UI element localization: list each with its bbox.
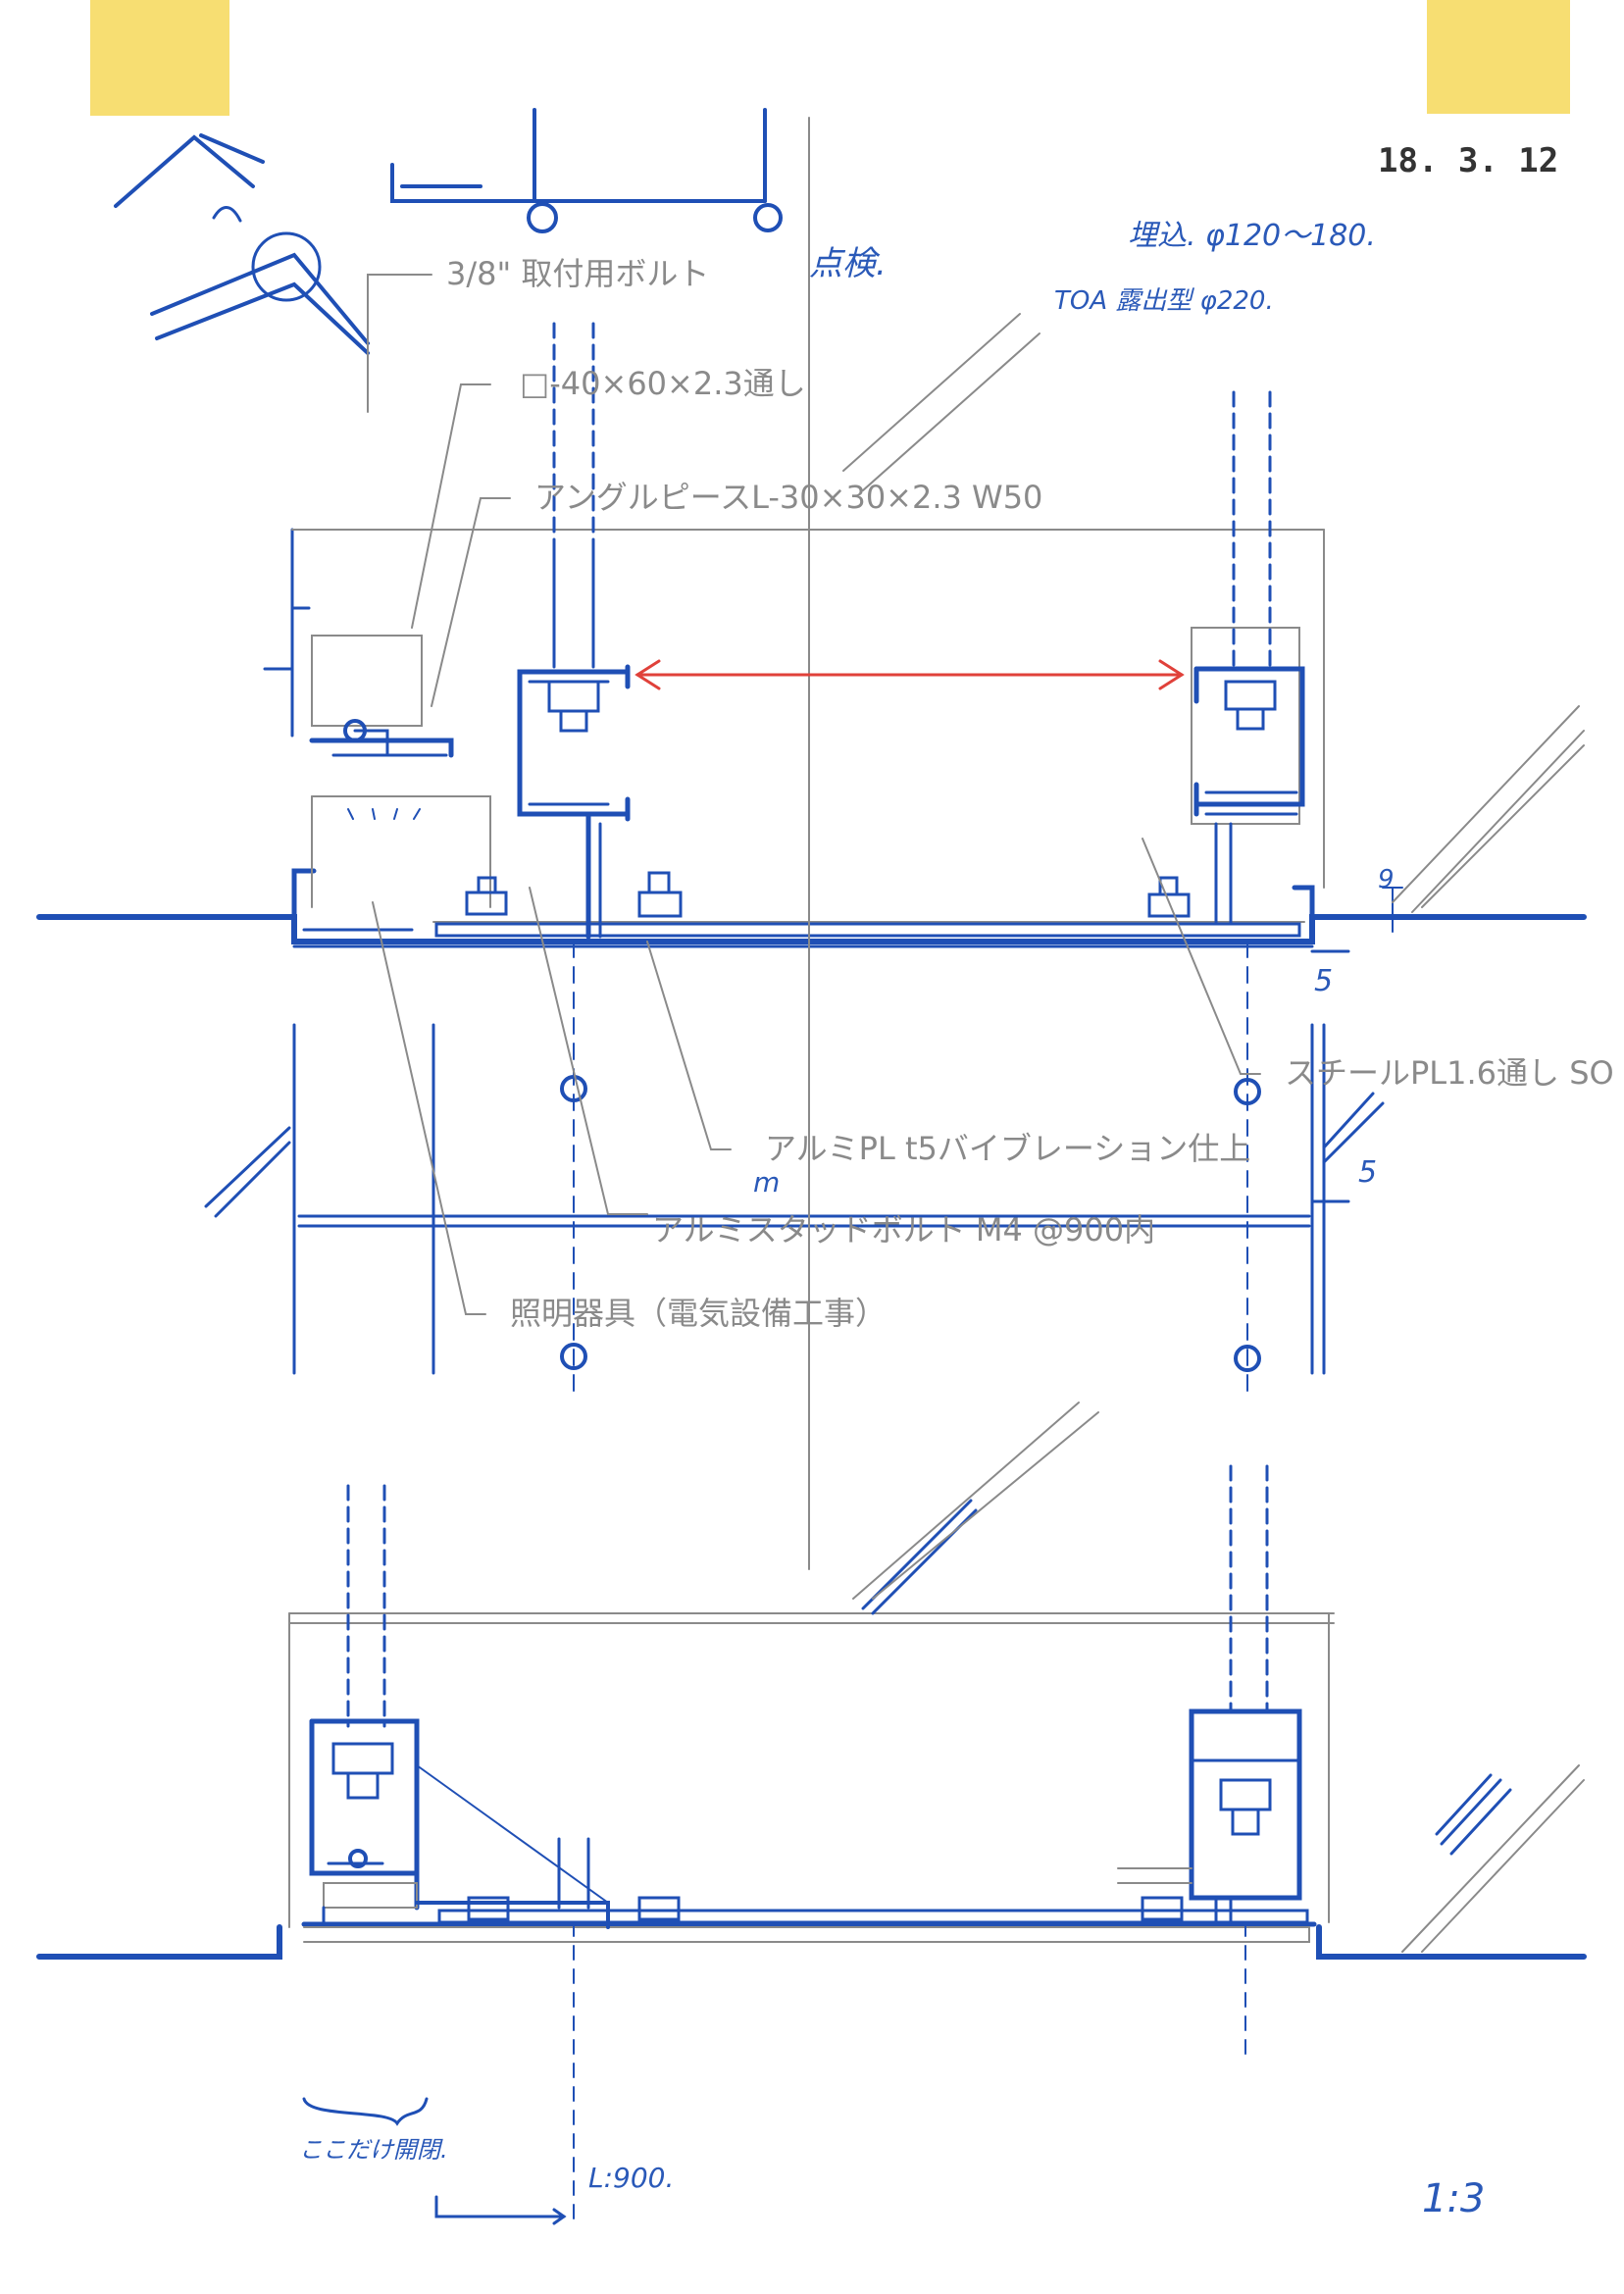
dim-vertical: 9 [1378, 865, 1395, 894]
speaker-note: TOA 露出型 φ220. [1054, 286, 1274, 316]
dim-m: m [753, 1166, 780, 1198]
masking-tape-left [90, 0, 229, 116]
date-stamp: 18. 3. 12 [1378, 141, 1558, 180]
dim-gap-bottom: 5 [1358, 1155, 1377, 1190]
section-two [36, 1464, 1587, 2227]
ceiling-channel-sketch [390, 108, 783, 233]
only-here-note: ここだけ開閉. [299, 2136, 448, 2164]
pencil-diagonals [808, 117, 1585, 1953]
label-light-fixture: 照明器具（電気設備工事） [510, 1295, 887, 1332]
inspection-note: 点検. [809, 244, 887, 283]
length-note: L:900. [588, 2162, 674, 2194]
leader-lines [367, 274, 1261, 1315]
clear-span-arrow [634, 659, 1185, 690]
label-steel-plate: スチールPL1.6通し SO [1285, 1054, 1614, 1092]
scale-note: 1:3 [1422, 2176, 1485, 2221]
label-square-pipe: □-40×60×2.3通し [520, 365, 806, 402]
label-angle-piece: アングルピースL-30×30×2.3 W50 [534, 479, 1042, 516]
label-alu-plate: アルミPL t5バイブレーション仕上 [765, 1130, 1250, 1167]
embed-note: 埋込. φ120～180. [1128, 219, 1376, 253]
masking-tape-right [1427, 0, 1570, 114]
label-bolt: 3/8" 取付用ボルト [446, 255, 709, 292]
section-one [36, 322, 1587, 1394]
corner-sketch [114, 133, 370, 355]
dim-gap-top: 5 [1314, 964, 1333, 998]
label-stud-bolt: アルミスタッドボルト M4 @900内 [652, 1211, 1155, 1249]
